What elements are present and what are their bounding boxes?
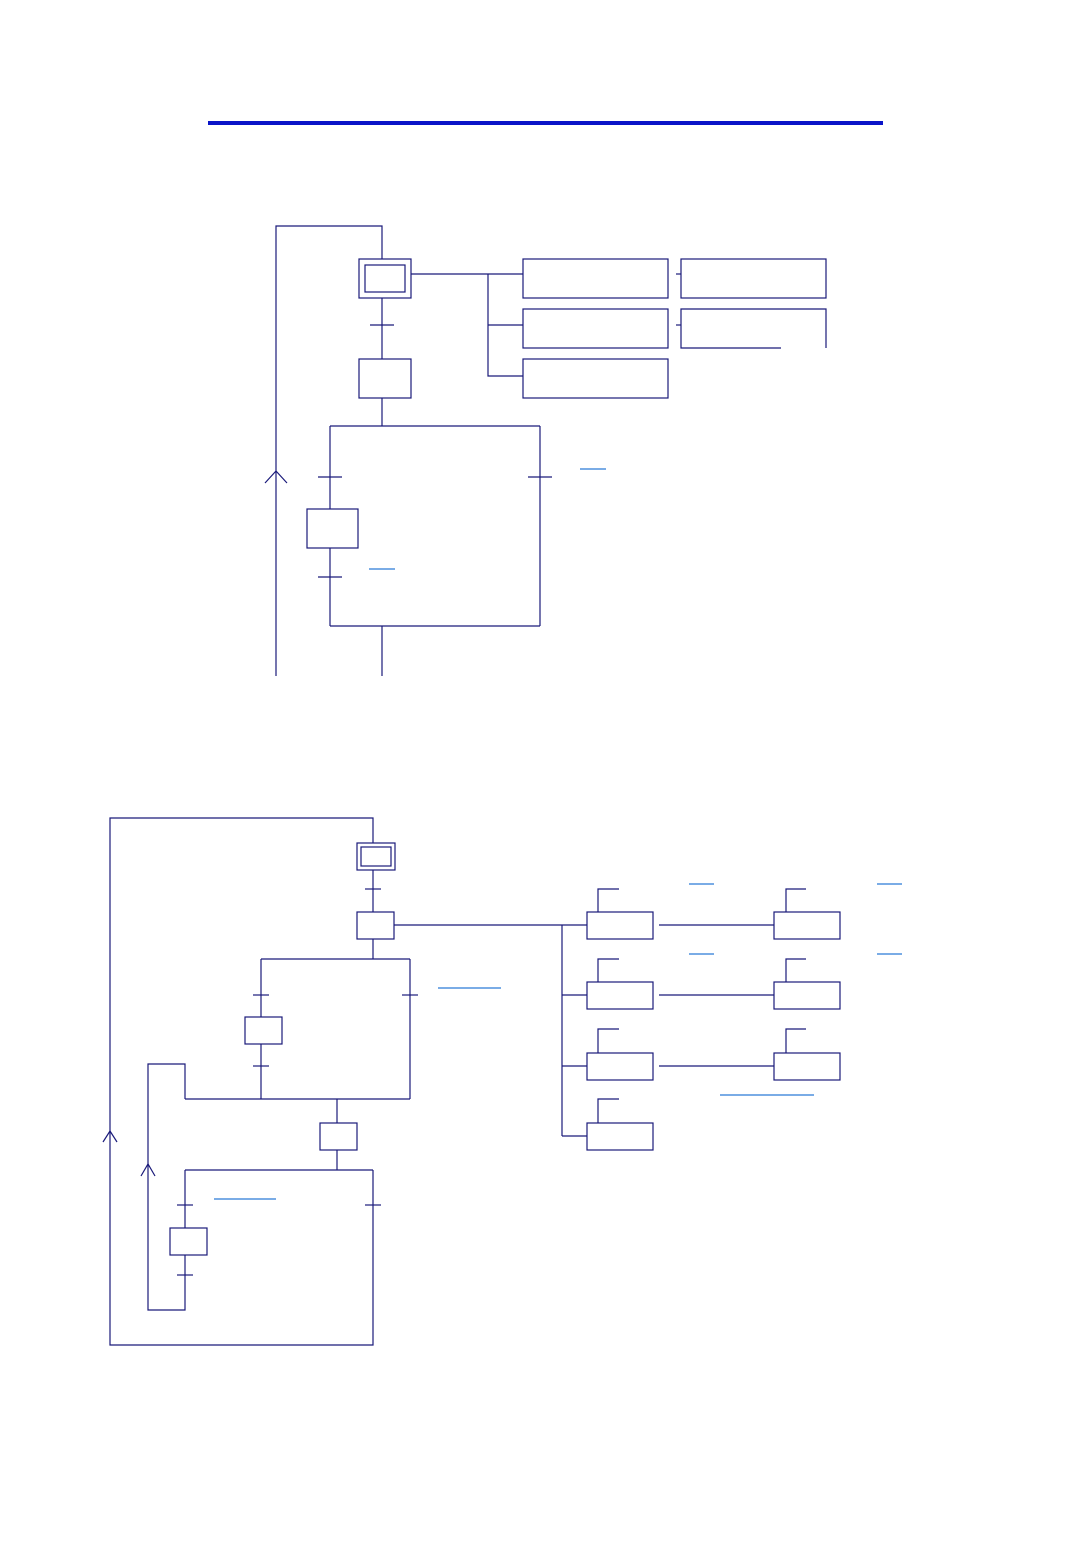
- initial-step-inner: [360, 846, 392, 867]
- action-box-open: [680, 308, 827, 349]
- loop-arrow: [102, 1129, 118, 1143]
- action-box: [522, 308, 669, 349]
- action-qualifier: [785, 958, 806, 982]
- inner-loop-return-line: [147, 1063, 186, 1311]
- action-box: [586, 911, 654, 940]
- step-box: [319, 1122, 358, 1151]
- grafcet-diagram-1: [264, 225, 827, 676]
- action-box: [773, 981, 841, 1010]
- action-box: [586, 981, 654, 1010]
- action-qualifier: [597, 888, 619, 912]
- action-box: [522, 358, 669, 399]
- action-box: [773, 1052, 841, 1081]
- action-box: [522, 258, 669, 299]
- initial-step-inner: [364, 264, 406, 293]
- step-box: [244, 1016, 283, 1045]
- step-box: [358, 358, 412, 399]
- step-box: [356, 911, 395, 940]
- action-box: [586, 1122, 654, 1151]
- action-qualifier: [597, 1098, 619, 1123]
- loop-arrow: [264, 470, 288, 484]
- action-qualifier: [597, 1028, 619, 1053]
- grafcet-diagram-2: [102, 817, 902, 1346]
- action-box: [586, 1052, 654, 1081]
- loop-return-line: [109, 817, 374, 1346]
- step-box: [306, 508, 359, 549]
- action-qualifier: [785, 1028, 806, 1053]
- loop-arrow: [140, 1162, 156, 1177]
- action-box: [773, 911, 841, 940]
- action-box: [680, 258, 827, 299]
- step-box: [169, 1227, 208, 1256]
- action-branch: [487, 274, 523, 377]
- action-qualifier: [785, 888, 806, 912]
- action-qualifier: [597, 958, 619, 982]
- loop-return-line: [275, 225, 383, 676]
